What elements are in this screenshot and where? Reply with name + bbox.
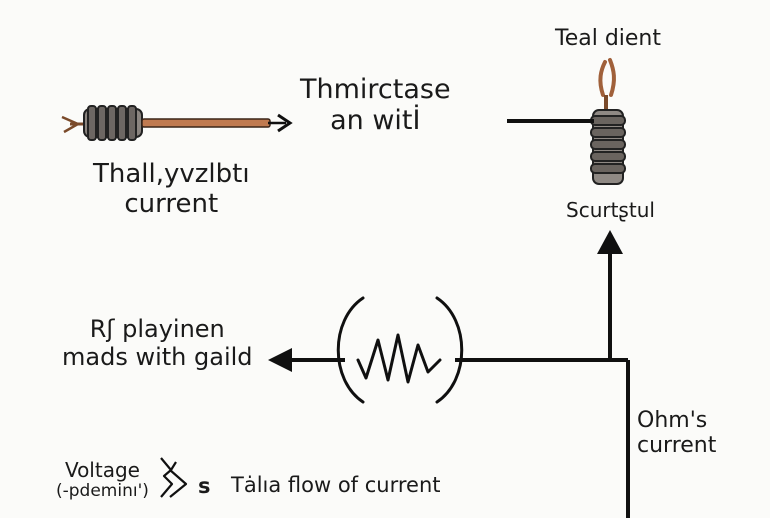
top-right-title: Teal dient (555, 26, 662, 51)
voltage-s-label: s (198, 474, 211, 498)
copper-coil-icon (61, 105, 271, 141)
up-arrow-head (597, 230, 623, 254)
circuit-wires (290, 252, 630, 518)
voltage-source-icon (160, 457, 188, 498)
center-top-label-line1: Thmirctase (300, 74, 451, 105)
top-left-label-line2: current (124, 188, 219, 219)
center-top-label: Thmirctase an witİ (300, 74, 451, 136)
voltage-label-line2: (-pdeminı') (56, 481, 149, 501)
rod-arrow-icon (268, 113, 293, 133)
right-lower-label-line2: current (637, 433, 717, 459)
left-middle-label-line1: Rʃ playinen (89, 315, 225, 343)
vertical-coil-icon (590, 58, 626, 185)
voltage-label-line1: Voltage (64, 458, 140, 482)
top-left-label: Thall,yvzlbtı current (93, 159, 250, 220)
left-arrow-head (268, 348, 292, 372)
right-lower-label: Ohm's current (637, 408, 716, 459)
voltage-label: Voltage (-pdeminı') (56, 459, 149, 502)
center-top-label-line2: an witİ (330, 105, 421, 137)
flow-of-current-label: Tȧlıa flow of current (231, 473, 441, 497)
left-middle-label-line2: mads with gaild (62, 342, 253, 371)
coil-caption: Scurtʂtul (566, 198, 655, 222)
top-left-label-line1: Thall,yvzlbtı (93, 159, 250, 189)
left-middle-label: Rʃ playinen mads with gaild (62, 315, 253, 371)
right-lower-label-line1: Ohm's (637, 408, 708, 433)
resistor-symbol-icon (336, 296, 464, 404)
